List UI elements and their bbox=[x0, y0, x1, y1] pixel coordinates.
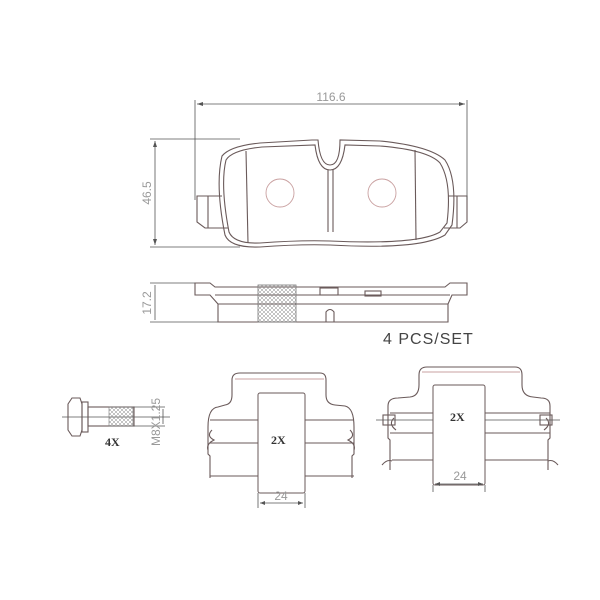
width-dimension: 116.6 bbox=[194, 90, 468, 200]
bolt: 4X M8X1.25 bbox=[62, 397, 170, 449]
bolt-thread-spec: M8X1.25 bbox=[149, 398, 163, 446]
pad-front-view bbox=[196, 139, 468, 248]
clip-2-label-box bbox=[432, 384, 486, 486]
clip-2-quantity: 2X bbox=[450, 410, 465, 424]
clip-2: 2X 24 bbox=[376, 366, 560, 492]
pad-circle-left bbox=[265, 178, 295, 208]
clip-1: 2X 24 bbox=[207, 372, 355, 508]
height-value: 46.5 bbox=[140, 181, 154, 205]
width-value: 116.6 bbox=[316, 90, 345, 104]
clip-1-width: 24 bbox=[274, 489, 288, 503]
bolt-quantity: 4X bbox=[105, 435, 120, 449]
clip-1-label-box bbox=[257, 392, 306, 494]
pad-side-view: 17.2 bbox=[140, 282, 468, 323]
clip-1-quantity: 2X bbox=[271, 433, 286, 447]
thickness-value: 17.2 bbox=[140, 291, 154, 315]
friction-hatch bbox=[257, 284, 297, 323]
height-dimension: 46.5 bbox=[140, 138, 240, 248]
set-quantity-label: 4 PCS/SET bbox=[383, 331, 474, 348]
pad-circle-right bbox=[367, 178, 397, 208]
clip-2-width: 24 bbox=[453, 469, 467, 483]
